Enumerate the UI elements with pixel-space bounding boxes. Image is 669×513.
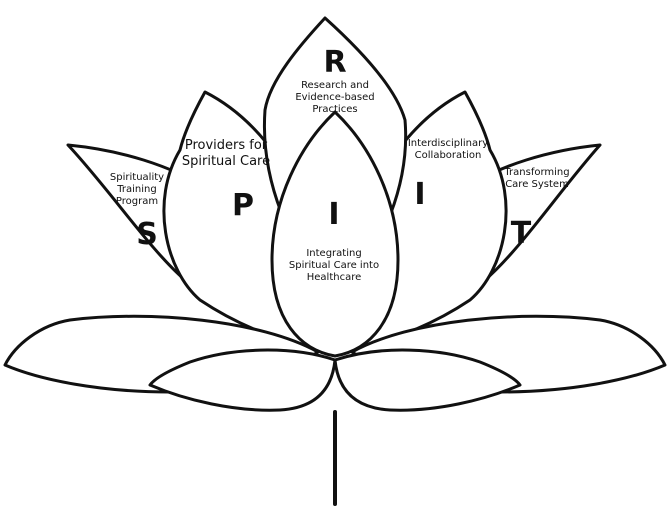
label-line: Care System xyxy=(505,179,569,190)
bottom-petal-center-right xyxy=(333,348,522,412)
label-interdisciplinary: Interdisciplinary Collaboration xyxy=(400,138,496,162)
label-line: Research and xyxy=(301,80,369,91)
label-line: Spiritual Care xyxy=(181,153,271,169)
label-spirituality-training: Spirituality Training Program xyxy=(92,172,182,208)
letter-r: R xyxy=(323,45,347,80)
label-line: Practices xyxy=(312,104,358,115)
letter-i-center: I xyxy=(328,197,340,232)
label-line: Healthcare xyxy=(306,272,362,283)
label-line: Evidence-based xyxy=(295,92,375,103)
bottom-petal-center-left xyxy=(148,348,337,412)
label-transforming: Transforming Care System xyxy=(495,167,579,191)
label-line: Providers for xyxy=(184,138,268,153)
letter-t: T xyxy=(510,216,532,251)
letter-i-right: I xyxy=(414,177,426,212)
label-line: Integrating xyxy=(306,248,362,259)
label-line: Spirituality xyxy=(109,172,165,183)
label-line: Interdisciplinary xyxy=(407,138,489,149)
petal-integrating xyxy=(270,110,400,358)
label-line: Training xyxy=(117,184,157,195)
label-line: Spiritual Care into xyxy=(288,260,380,271)
label-line: Collaboration xyxy=(414,150,482,161)
label-providers: Providers for Spiritual Care xyxy=(170,138,282,169)
label-integrating: Integrating Spiritual Care into Healthca… xyxy=(279,248,389,284)
label-line: Program xyxy=(115,196,159,207)
letter-p: P xyxy=(232,188,254,223)
label-line: Transforming xyxy=(504,167,570,178)
label-research: Research and Evidence-based Practices xyxy=(283,80,387,116)
letter-s: S xyxy=(136,217,158,252)
